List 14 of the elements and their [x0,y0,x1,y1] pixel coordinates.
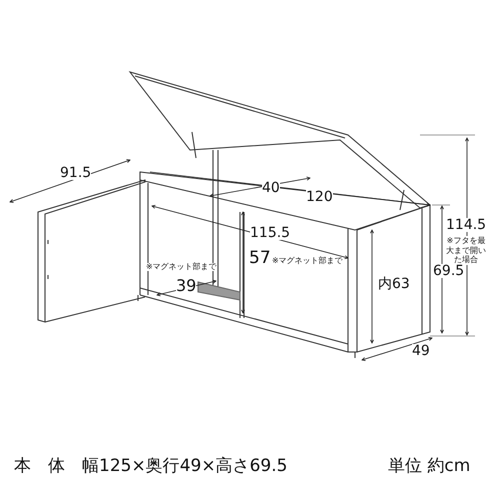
dimension-value: 114.5 [446,218,486,232]
dimension-value: 39 [176,278,196,294]
dimension-value: 49 [412,344,430,358]
unit-note: 単位 約cm [388,458,470,475]
dimension-value: 内63 [378,277,410,291]
dimension-value: 91.5 [60,166,92,180]
dimension-value: 40 [262,181,280,195]
note-text: ※マグネット部まで [146,263,217,271]
note-text: ※フタを最大まで開いた場合 [443,236,489,265]
caption: 本 体 幅125×奥行49×高さ69.5 [14,458,288,475]
dimension-value: 120 [306,190,333,204]
note-text: ※マグネット部まで [272,257,343,265]
dimension-value: 115.5 [250,226,290,240]
dimension-value: 69.5 [433,264,464,278]
